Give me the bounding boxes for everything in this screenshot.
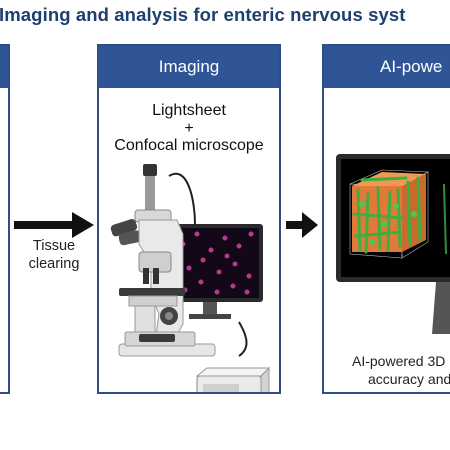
ai-caption-line2: accuracy and [368,371,450,387]
panel-ai-analysis: AI-powe AI-powered 3 [322,44,450,394]
panel-previous-step [0,44,10,394]
ai-3d-render-illustration [336,154,450,334]
controller-box-icon [195,366,271,392]
microscope-icon [110,164,216,357]
tissue-clearing-label: Tissue clearing [14,237,94,273]
panel-ai-header: AI-powe [324,46,450,88]
plus-label: + [184,120,194,137]
tissue-clearing-line1: Tissue [32,238,76,254]
panel-previous-header [0,46,8,88]
lightsheet-label: Lightsheet [152,102,226,119]
arrow-to-ai [286,212,318,238]
tissue-clearing-line2: clearing [28,256,80,272]
panel-imaging: Imaging Lightsheet + Confocal microscope [97,44,281,394]
confocal-label: Confocal microscope [114,137,264,154]
microscope-illustration [110,164,271,392]
arrow-to-imaging [14,212,94,238]
ai-caption-line1: AI-powered 3D [352,353,446,369]
diagram-title: Imaging and analysis for enteric nervous… [0,4,406,25]
neuron-network [352,176,422,254]
panel-imaging-header: Imaging [99,46,279,88]
